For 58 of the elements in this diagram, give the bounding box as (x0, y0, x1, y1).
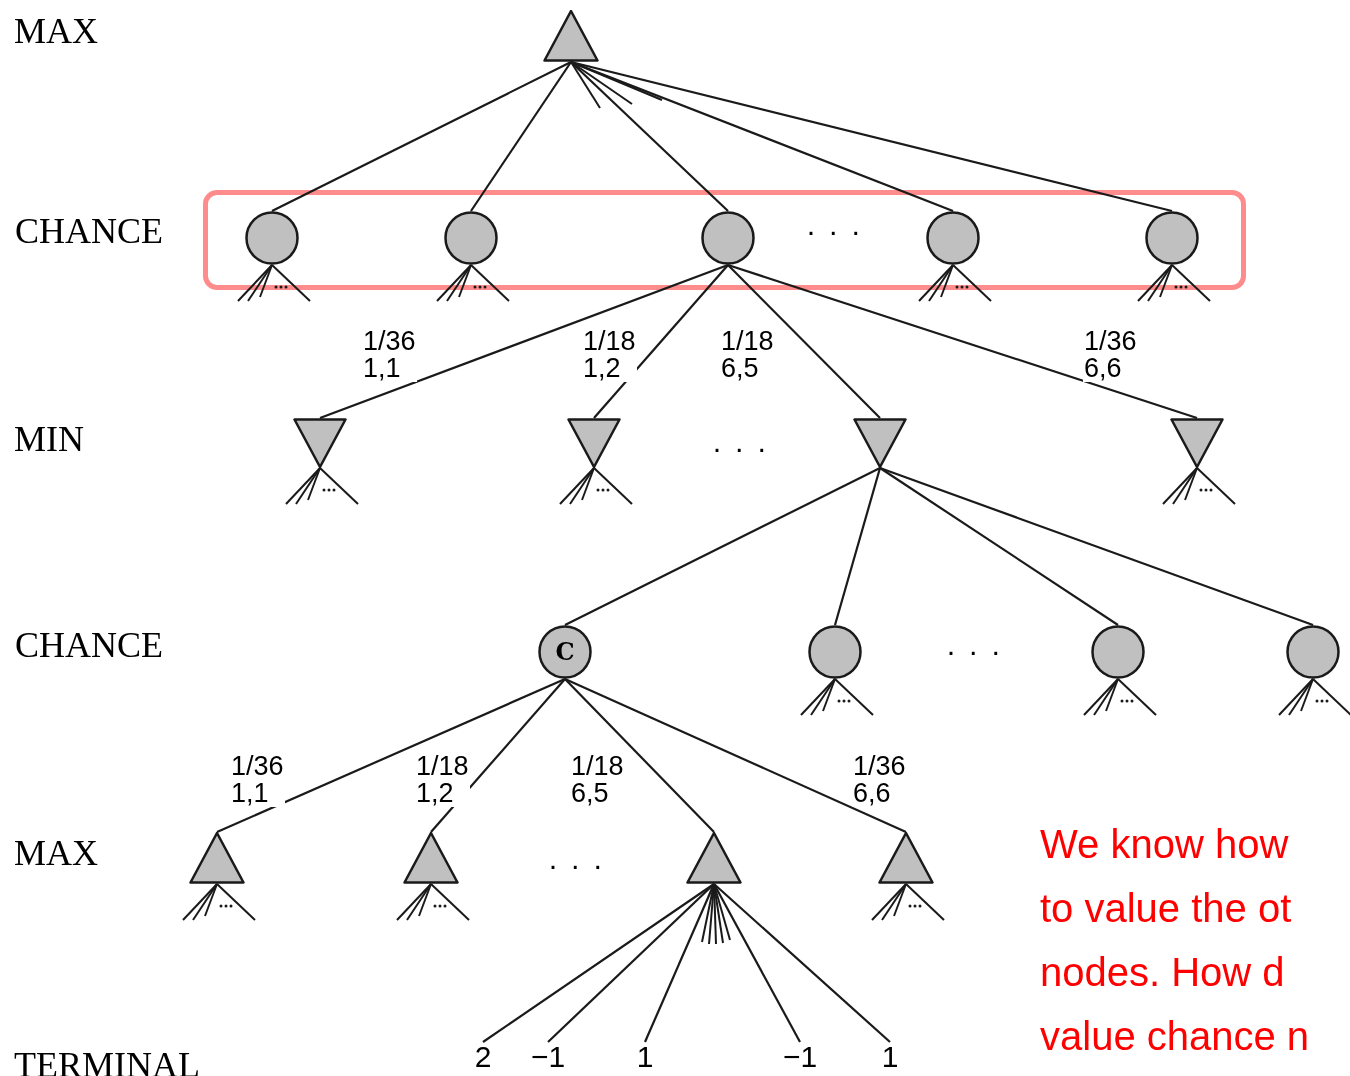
tree-edge (833, 467, 882, 626)
tree-edge (271, 61, 572, 212)
tree-edge (713, 883, 891, 1043)
tree-edge (564, 678, 907, 833)
tree-edge (593, 264, 729, 419)
terminal-value: −1 (780, 1040, 820, 1074)
ellipsis: · · · (946, 633, 1003, 669)
tree-edge (727, 263, 1198, 420)
chance-node-circle (1091, 625, 1145, 679)
min-node-triangle (567, 418, 621, 468)
terminal-value: −1 (528, 1040, 568, 1074)
terminal-value: 2 (463, 1040, 503, 1074)
edge-label: 1/18 6,5 (720, 328, 775, 382)
tree-edge (879, 467, 1119, 626)
tree-edge (482, 883, 715, 1043)
level-label: MIN (14, 418, 84, 461)
ellipsis: · · · (548, 847, 605, 883)
tree-edge (879, 466, 1314, 627)
level-label: MAX (14, 832, 98, 875)
edge-label: 1/36 6,6 (852, 753, 907, 807)
level-label: CHANCE (15, 210, 163, 253)
level-label: MAX (14, 10, 98, 53)
terminal-value: 1 (870, 1040, 910, 1074)
max-node-triangle (189, 832, 245, 884)
chance-node-circle (926, 211, 980, 265)
tree-edge (644, 883, 715, 1043)
tree-edge (564, 678, 715, 833)
level-label: CHANCE (15, 624, 163, 667)
tree-edge (470, 61, 572, 212)
max-node-triangle (543, 10, 599, 62)
max-node-triangle (403, 832, 459, 884)
tree-edge (564, 467, 881, 626)
chance-node-circle (808, 625, 862, 679)
edge-label: 1/18 1,2 (415, 753, 470, 807)
edge-label: 1/18 1,2 (582, 328, 637, 382)
chance-node-circle (1145, 211, 1199, 265)
question-note: We know how to value the ot nodes. How d value chance n (1040, 821, 1311, 1060)
edge-label: 1/36 6,6 (1083, 328, 1138, 382)
tree-edge (216, 678, 566, 833)
ellipsis: · · · (806, 213, 863, 249)
edge-label: 1/36 1,1 (362, 328, 417, 382)
max-node-triangle (878, 832, 934, 884)
chance-node-circle (245, 211, 299, 265)
min-node-triangle (1170, 418, 1224, 468)
min-node-triangle (853, 418, 907, 468)
max-node-triangle (686, 832, 742, 884)
terminal-value: 1 (625, 1040, 665, 1074)
chance-node-circle (444, 211, 498, 265)
chance-node-circle (1286, 625, 1340, 679)
tree-edge (319, 263, 729, 420)
ellipsis: · · · (712, 430, 769, 466)
tree-edge (727, 264, 881, 419)
edge-label: 1/18 6,5 (570, 753, 625, 807)
min-node-triangle (293, 418, 347, 468)
tree-edge (430, 678, 566, 833)
edge-label: 1/36 1,1 (230, 753, 285, 807)
chance-node-circle (701, 211, 755, 265)
chance-node-circle: C (538, 625, 592, 679)
